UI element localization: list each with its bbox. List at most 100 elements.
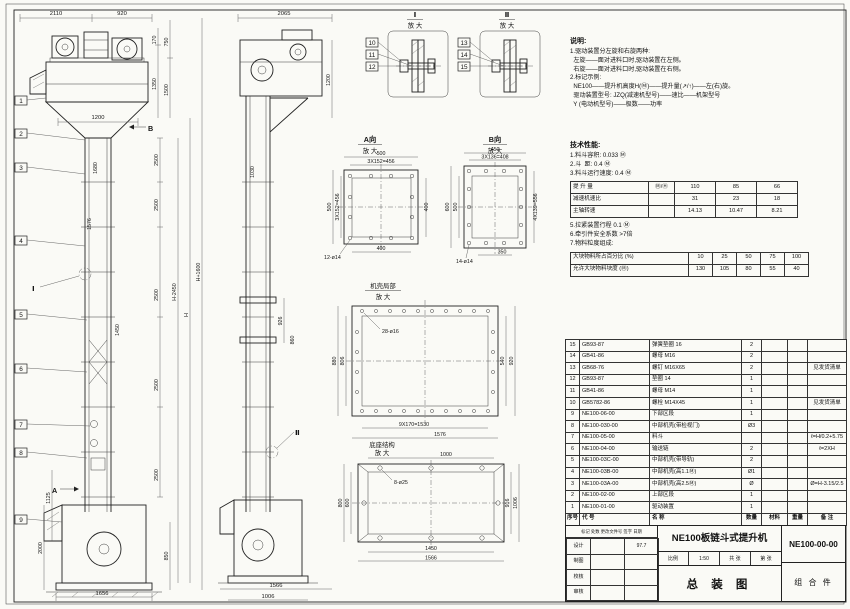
cell-mat [761,339,788,352]
balloon-1: 1 [19,98,23,105]
dim-b-500: 500 [453,203,459,212]
detail-i-scale: 放 大 [408,21,423,30]
cell-mat [761,373,788,387]
dim-1500: 1500 [164,84,170,96]
cell-qty: 1 [741,501,762,514]
detail-b-title: B向 [489,135,501,144]
bom-header-name: 名 称 [649,512,742,526]
text-line: 1.驱动装置分左旋和右旋两种: [570,48,650,55]
balloon-2: 2 [19,131,23,138]
cell-no: 1 [565,501,580,514]
dim-1350: 1350 [152,78,158,90]
cell-rem: ℓ=2XH [807,443,847,456]
dim-case-1530: 9X170=1530 [399,422,429,428]
front-balloons: 1 2 3 4 5 6 7 8 9 [14,95,91,525]
dim-b-600: 600 [445,203,451,212]
cell-c3: 18 [756,193,798,207]
cell-no: 12 [565,373,580,387]
dim-a-500t: 500 [377,151,386,157]
bom-header-wt: 重量 [787,512,808,526]
cell-c3: 50 [736,251,761,265]
bom-header-code: 代 号 [579,512,650,526]
dim-base-916: 916 [505,499,511,508]
cell-rem: ℓ=H/0.2+5.75 [807,431,847,445]
cell-wt [787,466,808,480]
dim-case-806: 806 [340,357,346,366]
front-view-marks: A B Ⅰ [32,124,153,495]
cell-l: 制图 [566,553,591,570]
cell-unit [648,193,675,207]
dim-a-456t: 3X152=456 [367,159,394,165]
balloon-7: 7 [19,422,23,429]
cell-c2: 85 [715,181,757,195]
balloon-9: 9 [19,517,23,524]
detail-base-scale: 放 大 [375,448,390,457]
cell-code: GB41-86 [579,350,650,364]
cell-qty: 1 [741,489,762,503]
cell-s [590,553,625,570]
cell-c4: 75 [760,251,785,265]
cell-d [624,569,659,586]
dim-1450: 1450 [115,324,121,336]
detail-base: 底座结构 放 大 8-ø25 1000 800 600 1450 1566 91… [338,440,520,562]
cell-s [590,569,625,586]
text-line: 1.料斗容积: 0.033 Ⓜ [570,152,626,159]
bom-header-row: 序号 代 号 名 称 数量 材料 重量 备 注 [565,512,847,526]
cell-label: 允许大块物料块度 (Ⓜ) [570,263,689,277]
cell-qty: 2 [741,362,762,375]
sheet-name: 总 装 图 [686,578,753,591]
cell-s [590,584,625,601]
cell-name: 料斗 [649,431,742,445]
cell-label: 主轴转速 [570,205,649,219]
dim-a-holes: 12-ø14 [324,255,341,261]
cell-rem: Ø=H-3.15/2.5 [807,478,847,491]
cell-name: 驱动装置 [649,501,742,514]
cell-no: 11 [565,385,580,398]
dim-b-450: 450 [491,147,500,153]
cell-c5: 40 [784,263,809,277]
cell-qty: Ø3 [741,420,762,433]
dim-926: 926 [278,317,284,326]
cell-no: 9 [565,408,580,422]
cell-no: 7 [565,431,580,445]
cell-c1: 10 [688,251,713,265]
cell-label: 大块物料所占百分比 (%) [570,251,689,265]
sheet-number-label: 第 张 [760,556,772,562]
cell-no: 2 [565,489,580,503]
dim-h: H [184,313,190,317]
cell-c3: 80 [736,263,761,277]
dim-2500: 2500 [154,469,160,481]
cell-c1: 14.13 [674,205,716,219]
cell-unit [648,205,675,219]
cell-c2: 10.47 [715,205,757,219]
cell-wt [787,350,808,364]
tech-title: 技术性能: [570,142,601,149]
dim-1566s: 1566 [270,583,283,589]
cell-wt [787,489,808,503]
detail-i: Ⅰ 放 大 10 11 12 [365,10,449,98]
side-view: 2065 1200 1030 926 860 1566 1006 Ⅱ [218,11,333,601]
dim-base-holes: 8-ø25 [394,480,408,486]
cell-wt [787,373,808,387]
cell-qty: Ø [741,478,762,491]
cell-code: NE100-04-00 [579,443,650,456]
cell-no: 5 [565,454,580,468]
cell-qty: 1 [741,408,762,422]
cell-label: 提 升 量 [570,181,649,195]
cell-code: NE100-06-00 [579,408,650,422]
bom-header-rem: 备 注 [807,512,847,526]
balloon-6: 6 [19,366,23,373]
text-line: 2.斗 距: 0.4 Ⓜ [570,160,611,168]
detail-i-mark: Ⅰ [32,284,35,293]
sheet-total-label: 共 张 [720,552,751,565]
cell-qty: 1 [741,396,762,410]
detail-case: 机壳局部 放 大 28-ø16 880 806 9X170=1530 1576 … [332,281,516,439]
